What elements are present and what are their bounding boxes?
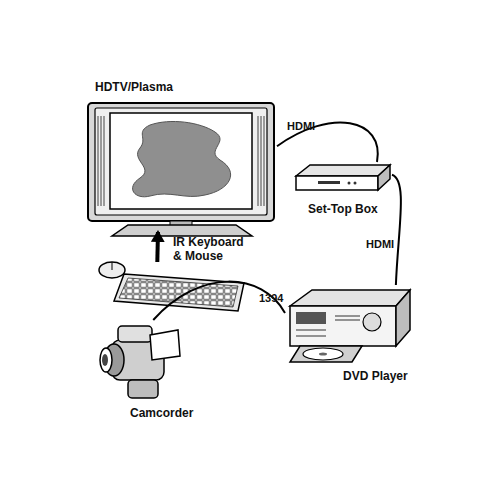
camcorder-top bbox=[118, 326, 152, 342]
disc-hole bbox=[319, 353, 327, 356]
dvd-side bbox=[396, 290, 410, 346]
keyboard-body bbox=[114, 274, 244, 311]
signal-arrow bbox=[155, 232, 160, 262]
tv-bezel bbox=[95, 108, 267, 215]
lens-glass bbox=[100, 348, 112, 372]
speaker-grille bbox=[98, 116, 264, 206]
cable-label: HDMI bbox=[287, 120, 315, 133]
stb-top bbox=[296, 165, 390, 176]
cable-label: 1394 bbox=[259, 292, 283, 305]
lens-center bbox=[102, 354, 108, 366]
dvd-tray bbox=[290, 346, 362, 362]
mouse bbox=[99, 262, 125, 278]
dvd-front bbox=[290, 306, 396, 346]
device-label: IR Keyboard & Mouse bbox=[173, 235, 253, 263]
tv-screen bbox=[110, 113, 252, 209]
dvd-knob bbox=[363, 313, 381, 331]
cable-label: HDMI bbox=[366, 238, 394, 251]
device-label: Set-Top Box bbox=[308, 202, 408, 216]
disc bbox=[303, 348, 343, 360]
stb-button bbox=[354, 182, 357, 185]
stb-front bbox=[296, 176, 378, 190]
device-node: Set-Top Box bbox=[292, 162, 392, 194]
device-label: DVD Player bbox=[343, 369, 433, 383]
dvd-display bbox=[296, 312, 326, 324]
cable-line bbox=[153, 282, 285, 320]
device-node: HDTV/Plasma bbox=[85, 100, 277, 232]
mouse-button-line bbox=[112, 262, 113, 270]
camcorder-grip bbox=[128, 380, 158, 398]
tv-frame bbox=[88, 103, 274, 221]
stb-side bbox=[378, 165, 390, 190]
flip-screen bbox=[150, 330, 180, 360]
device-node: IR Keyboard & Mouse bbox=[95, 262, 247, 315]
dvd-buttons bbox=[296, 316, 360, 336]
cable-line bbox=[392, 175, 401, 285]
device-node: Camcorder bbox=[98, 320, 183, 400]
device-label: HDTV/Plasma bbox=[95, 80, 225, 94]
device-label: Camcorder bbox=[130, 406, 220, 420]
stb-button bbox=[348, 182, 351, 185]
dvd-top bbox=[290, 290, 410, 306]
stb-display bbox=[318, 181, 340, 184]
device-node: DVD Player bbox=[285, 285, 411, 365]
screen-reflection bbox=[133, 121, 231, 196]
tv-stand bbox=[112, 225, 252, 236]
